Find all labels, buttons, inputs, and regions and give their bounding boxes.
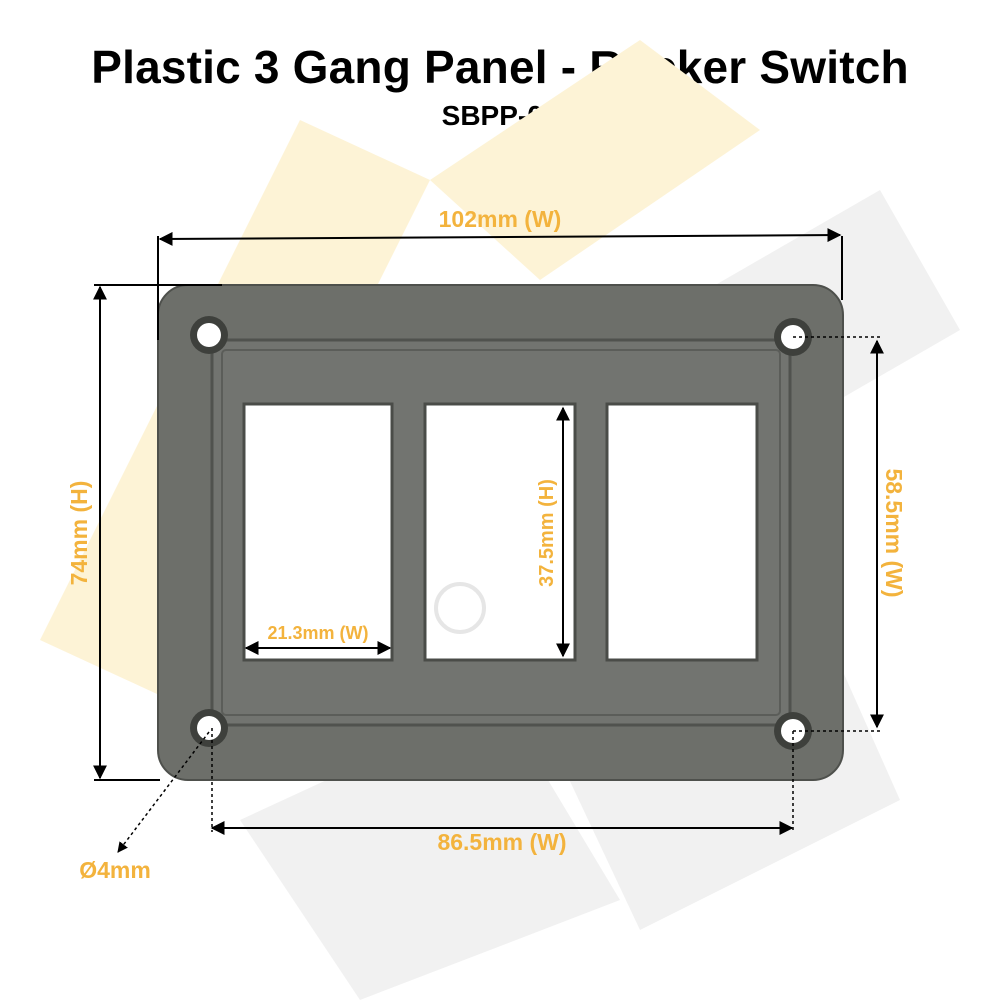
hole-vertical-spacing-label: 58.5mm (W) bbox=[881, 468, 907, 597]
cutout-middle bbox=[423, 402, 577, 662]
switch-panel bbox=[157, 284, 844, 781]
mounting-hole-top-left bbox=[190, 316, 228, 354]
hole-horizontal-spacing-label: 86.5mm (W) bbox=[437, 829, 566, 855]
extension-lines bbox=[117, 336, 880, 853]
dimension-lines bbox=[93, 228, 884, 835]
page-title: Plastic 3 Gang Panel - Rocker Switch bbox=[91, 41, 909, 93]
mounting-hole-bottom-left bbox=[190, 709, 228, 747]
cutout-height-label: 37.5mm (H) bbox=[536, 479, 558, 587]
cutout-width-label: 21.3mm (W) bbox=[267, 623, 368, 643]
cutout-right bbox=[605, 402, 759, 662]
hole-diameter-label: Ø4mm bbox=[79, 857, 151, 883]
overall-width-label: 102mm (W) bbox=[439, 206, 562, 232]
overall-height-label: 74mm (H) bbox=[66, 481, 92, 586]
cutout-left bbox=[242, 402, 394, 662]
